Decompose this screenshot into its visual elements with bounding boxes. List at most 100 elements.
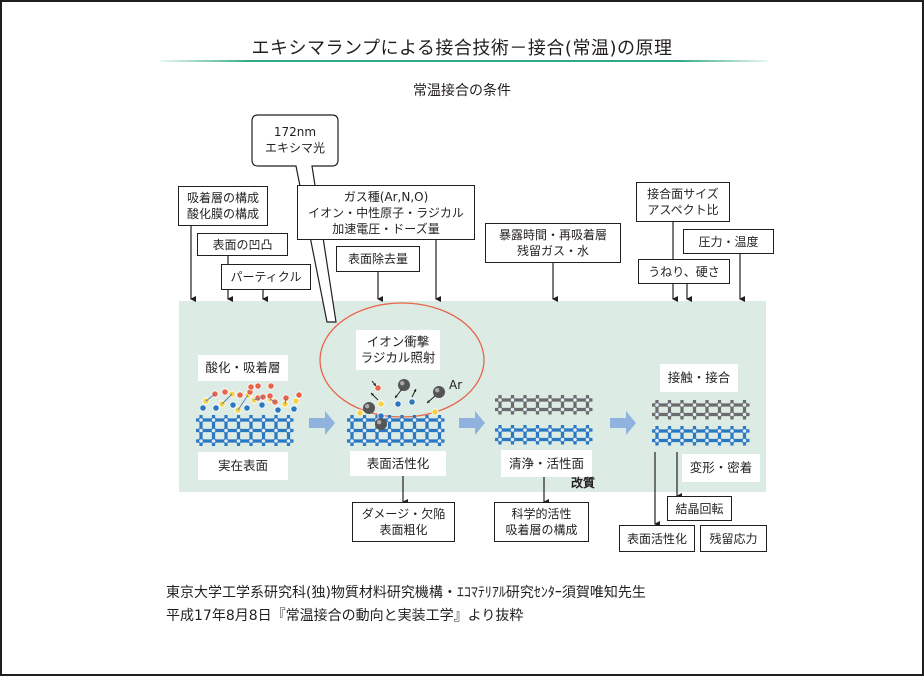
lower-lattice-3-node [547, 436, 553, 443]
gas-box: ガス種(Ar,N,O) イオン・中性原子・ラジカル 加速電圧・ドーズ量 [297, 185, 475, 240]
substrate-lattice-1-node [273, 417, 279, 423]
stage2-bottom-text: 表面活性化 [366, 455, 430, 471]
motion-arrow-head [413, 389, 417, 392]
motion-arrow-head [427, 400, 430, 403]
ejected-atom [394, 400, 402, 408]
upper-lattice-4-node [666, 402, 673, 408]
size-box: 接合面サイズ アスペクト比 [636, 182, 730, 222]
substrate-lattice-2-node [424, 427, 430, 434]
lower-lattice-4-node [654, 428, 660, 434]
adsorbate-atom [292, 397, 300, 405]
substrate-lattice-2-node [386, 417, 393, 423]
lower-lattice-4-node [716, 437, 723, 444]
substrate-lattice-2-node [436, 427, 443, 434]
upper-lattice-3-node [534, 406, 541, 413]
upper-lattice-4-node [691, 402, 698, 408]
motion-arrow-head [395, 395, 398, 398]
upper-lattice-4-node [654, 402, 660, 408]
motion-arrow-head [371, 393, 374, 396]
argon-atom [375, 418, 387, 430]
upper-lattice-3-node [547, 397, 553, 403]
lower-lattice-4-node [691, 437, 698, 444]
exposure-line2: 残留ガス・水 [516, 244, 589, 258]
substrate-lattice-1-node [223, 438, 229, 444]
substrate-lattice-2-node [436, 438, 443, 444]
lower-lattice-3-node [584, 427, 591, 433]
substrate-lattice-2-node [349, 438, 355, 444]
upper-lattice-4-node [741, 411, 748, 418]
substrate-lattice-2-node [411, 427, 418, 434]
stage2-top-line1: イオン衝撃 [366, 334, 430, 349]
particle-label: パーティクル [230, 270, 302, 284]
lower-lattice-4-node [654, 437, 660, 444]
adsorbate-atom [274, 406, 282, 414]
substrate-lattice-1-node [260, 427, 267, 434]
lower-lattice-3-node [534, 436, 541, 443]
crystal-box: 結晶回転 [667, 496, 732, 521]
substrate-lattice-2-node [399, 438, 405, 444]
adsorption-box: 吸着層の構成 酸化膜の構成 [178, 186, 268, 226]
lower-lattice-4-node [716, 428, 723, 434]
upper-lattice-3-node [522, 397, 528, 403]
substrate-lattice-1-node [285, 417, 292, 423]
substrate-lattice-1-node [198, 438, 204, 444]
adsorption-line1: 吸着層の構成 [186, 191, 259, 205]
stage4-side-text: 変形・密着 [689, 460, 753, 475]
page-title: エキシマランプによる接合技術－接合(常温)の原理 [251, 38, 673, 59]
oxide-atom [266, 392, 274, 400]
oxide-atom [221, 388, 229, 396]
stage3-bottom-label: 清浄・活性面 [501, 450, 592, 477]
gas-line3: 加速電圧・ドーズ量 [332, 221, 440, 236]
activation-box: 表面活性化 [619, 525, 695, 552]
lower-lattice-3-node [522, 436, 528, 443]
upper-lattice-4-node [741, 402, 748, 408]
ejected-atom [408, 398, 416, 406]
bond [253, 396, 264, 401]
substrate-lattice-2-node [386, 427, 393, 434]
upper-lattice-3-node [522, 406, 528, 413]
adsorbate-atom [212, 404, 220, 412]
substrate-lattice-2-node [361, 417, 368, 423]
upper-lattice-4-node [679, 411, 685, 418]
adsorbate-atom [258, 401, 266, 409]
substrate-lattice-1-node [260, 438, 267, 444]
motion-arrow-head [373, 383, 376, 386]
lower-lattice-4-node [729, 437, 735, 444]
adsorbate-atom [431, 408, 439, 416]
lower-lattice-4-node [666, 437, 673, 444]
upper-lattice-3-node [497, 406, 503, 413]
upper-lattice-4-node [716, 411, 723, 418]
pressure-label: 圧力・温度 [698, 234, 759, 249]
lower-lattice-3-node [509, 427, 516, 433]
lower-lattice-3-node [497, 436, 503, 443]
callout-wavelength: 172nm [273, 125, 317, 139]
upper-lattice-3-node [572, 406, 578, 413]
damage-line1: ダメージ・欠陥 [361, 507, 446, 521]
roughness-box: 表面の凹凸 [197, 233, 288, 256]
stage2-top-label: イオン衝撃 ラジカル照射 [356, 330, 440, 370]
crystal-label: 結晶回転 [675, 501, 724, 516]
lower-lattice-3-node [572, 427, 578, 433]
footer-source: 平成17年8月8日『常温接合の動向と実装工学』より抜粋 [166, 608, 524, 624]
condition-arrows [190, 222, 745, 527]
substrate-lattice-1-node [273, 438, 279, 444]
lower-lattice-3-node [534, 427, 541, 433]
stage1-bottom-text: 実在表面 [217, 458, 268, 473]
upper-lattice-4-node [729, 411, 735, 418]
upper-lattice-3-node [547, 406, 553, 413]
substrate-lattice-2-node [349, 427, 355, 434]
argon-atom-highlight [435, 388, 440, 393]
adsorption-line2: 酸化膜の構成 [186, 207, 259, 221]
substrate-lattice-2-node [399, 427, 405, 434]
upper-lattice-4-node [691, 411, 698, 418]
exposure-box: 暴露時間・再吸着層 残留ガス・水 [485, 223, 621, 263]
lower-lattice-4-node [729, 428, 735, 434]
substrate-lattice-1-node [210, 427, 217, 434]
oxide-atom [247, 383, 255, 391]
oxide-atom [236, 391, 244, 399]
bond [237, 394, 249, 411]
stage1-top-label: 酸化・吸着層 [198, 355, 288, 381]
substrate-lattice-1-node [248, 427, 254, 434]
